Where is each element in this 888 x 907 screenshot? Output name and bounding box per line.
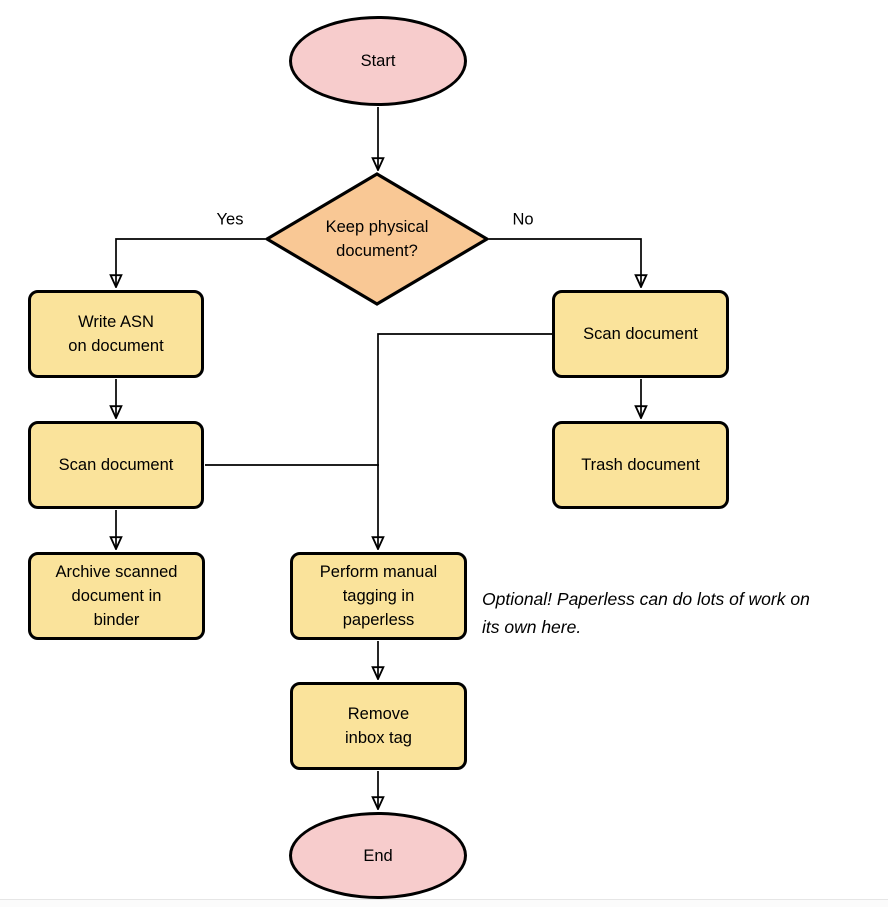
- diamond-shape: [265, 172, 489, 306]
- node-perform-tagging: Perform manual tagging in paperless: [290, 552, 467, 640]
- node-scan-document-left: Scan document: [28, 421, 204, 509]
- edge-scan-right-to-tagging: [378, 333, 552, 549]
- node-start: Start: [289, 16, 467, 106]
- node-archive-label: Archive scanned document in binder: [55, 563, 178, 629]
- edge-label-yes: Yes: [213, 210, 247, 230]
- node-end: End: [289, 812, 467, 899]
- node-decision-keep-physical: Keep physical document?: [265, 172, 489, 306]
- node-trash-document: Trash document: [552, 421, 729, 509]
- edge-label-no: No: [509, 210, 537, 230]
- node-remove-inbox-label: Remove inbox tag: [345, 705, 412, 747]
- edge-decision-yes-to-write-asn: [116, 238, 265, 287]
- node-end-label: End: [363, 846, 393, 865]
- node-start-label: Start: [360, 52, 396, 70]
- node-scan-right-label: Scan document: [583, 325, 698, 343]
- bottom-divider: [0, 899, 888, 907]
- node-scan-left-label: Scan document: [58, 456, 174, 474]
- node-remove-inbox-tag: Remove inbox tag: [290, 682, 467, 770]
- node-trash-label: Trash document: [581, 456, 700, 474]
- diamond-polygon: [265, 172, 489, 306]
- node-decision-label: Keep physical document?: [325, 218, 429, 260]
- node-archive-binder: Archive scanned document in binder: [28, 552, 205, 640]
- node-write-asn: Write ASN on document: [28, 290, 204, 378]
- node-tagging-label: Perform manual tagging in paperless: [319, 563, 438, 629]
- node-scan-document-right: Scan document: [552, 290, 729, 378]
- annotation-optional: Optional! Paperless can do lots of work …: [482, 589, 810, 637]
- node-write-asn-label: Write ASN on document: [68, 313, 164, 355]
- edge-decision-no-to-scan-right: [489, 238, 641, 287]
